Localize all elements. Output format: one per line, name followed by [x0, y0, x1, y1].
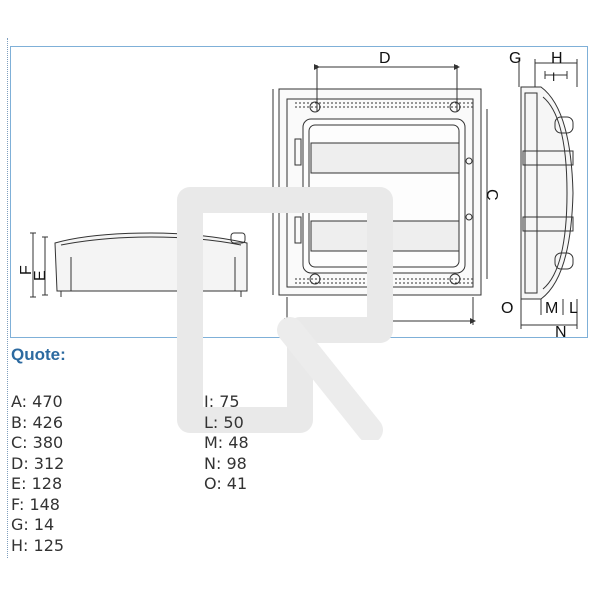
label-d: D — [379, 50, 391, 67]
technical-drawing: F E — [18, 50, 578, 339]
quote-item: I: 75 — [204, 392, 240, 411]
dotted-guide-line — [7, 38, 8, 558]
label-f: F — [18, 265, 35, 275]
quote-list-right: I: 75 L: 50 M: 48 N: 98 O: 41 — [204, 392, 249, 495]
quote-item: B: 426 — [11, 412, 63, 432]
side-view-right — [518, 59, 578, 329]
quote-item: O: 41 — [204, 474, 248, 493]
side-view-left — [30, 232, 248, 298]
quote-item: N: 98 — [204, 453, 247, 473]
technical-drawing-frame: F E — [10, 46, 588, 339]
quote-item: M: 48 — [204, 433, 249, 452]
label-b: B — [377, 306, 388, 323]
label-a: A — [248, 190, 265, 201]
label-c: C — [483, 189, 500, 201]
quote-list-left: A: 470 B: 426 C: 380 D: 312 E: 128 F: 14… — [11, 392, 64, 556]
quote-item: L: 50 — [204, 412, 244, 432]
label-l: L — [569, 300, 578, 317]
label-i: I — [552, 70, 555, 84]
label-h: H — [551, 50, 563, 67]
label-n: N — [555, 324, 567, 339]
label-o: O — [501, 300, 513, 317]
label-e: E — [32, 270, 49, 281]
quote-item: H: 125 — [11, 535, 65, 555]
quote-item: E: 128 — [11, 474, 63, 493]
front-view — [272, 64, 488, 325]
label-m: M — [545, 300, 558, 317]
quote-title: Quote: — [11, 345, 66, 364]
quote-item: D: 312 — [11, 453, 65, 473]
quote-item: C: 380 — [11, 433, 64, 452]
label-g: G — [509, 50, 521, 67]
quote-item: G: 14 — [11, 515, 55, 534]
quote-item: A: 470 — [11, 392, 63, 411]
quote-item: F: 148 — [11, 494, 60, 514]
